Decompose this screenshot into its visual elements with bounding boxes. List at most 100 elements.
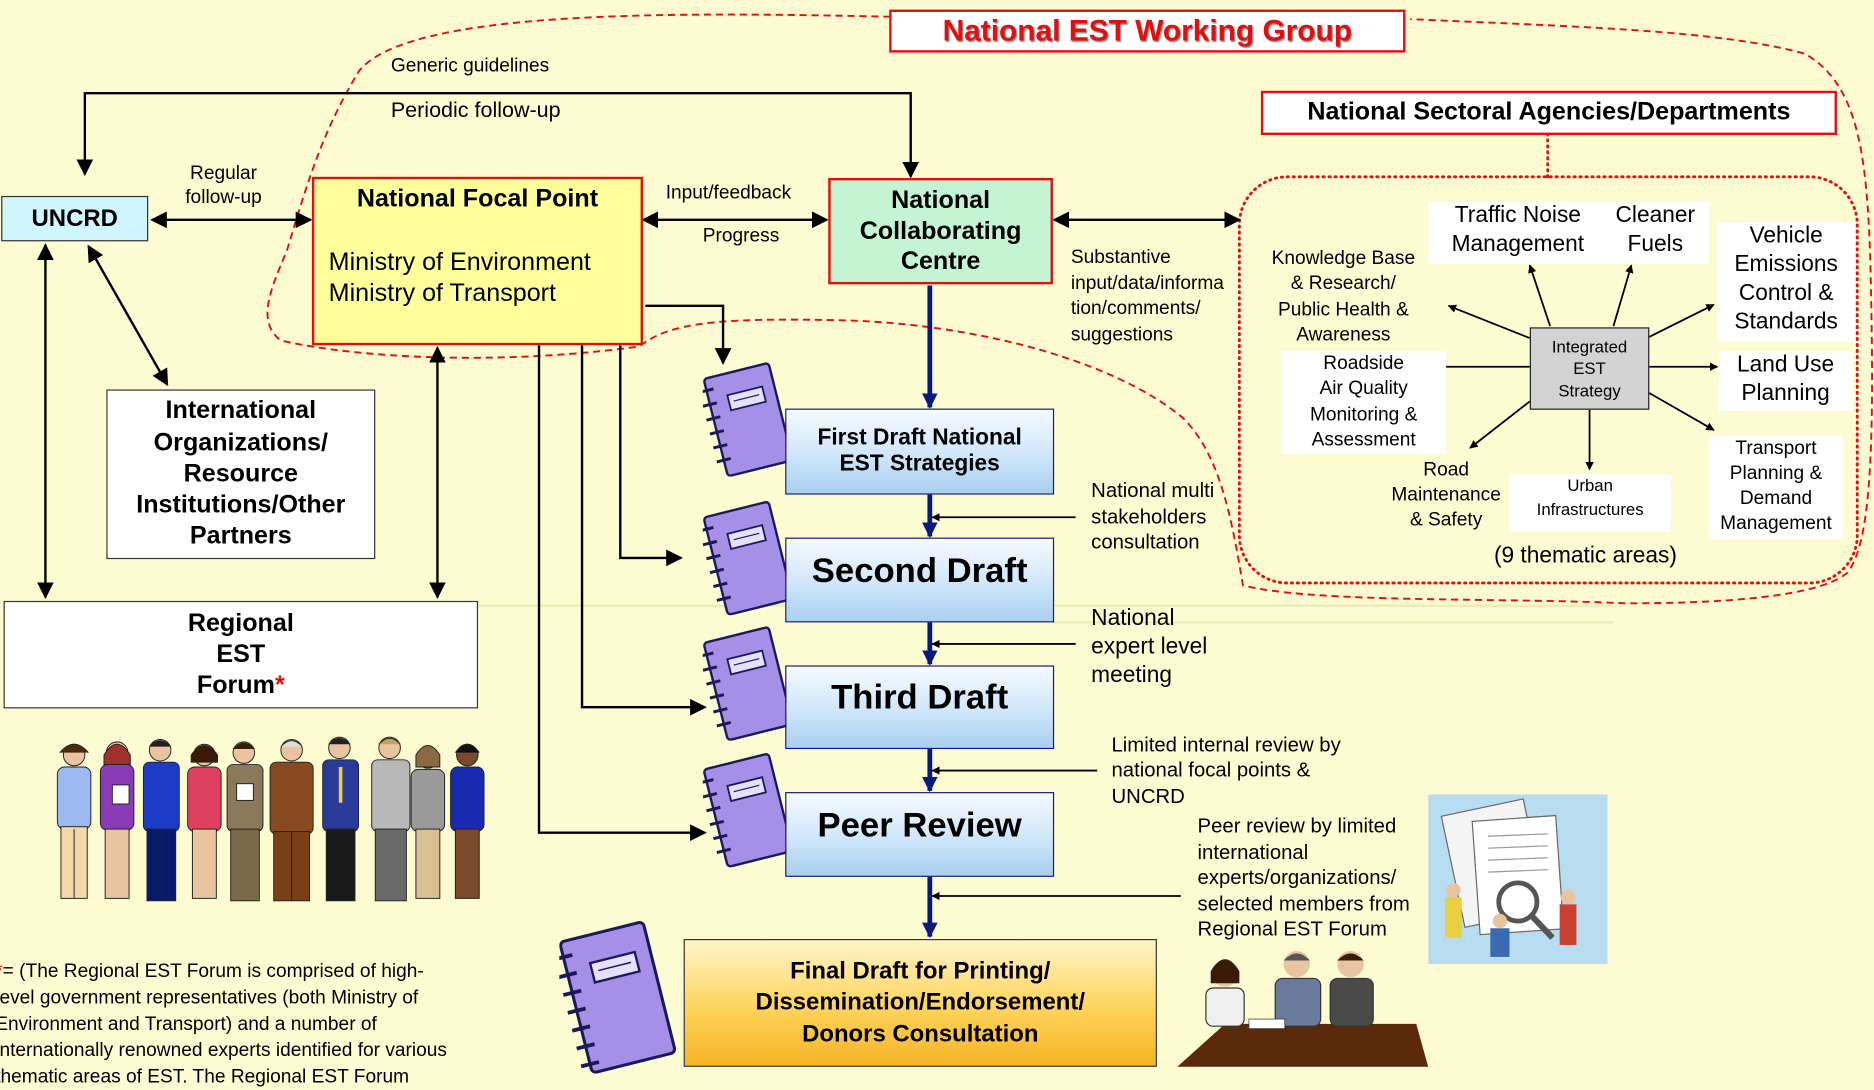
label-multi-stakeholder: National multi stakeholders consultation <box>1091 478 1214 555</box>
integrated-est-strategy-box: Integrated EST Strategy <box>1529 327 1650 410</box>
air-line-3: Monitoring & <box>1309 404 1418 426</box>
theme-vehicle-emissions: Vehicle Emissions Control & Standards <box>1717 222 1855 342</box>
kb-line-4: Awareness <box>1296 325 1391 346</box>
thematic-areas-count: (9 thematic areas) <box>1493 543 1677 569</box>
international-organizations-box: International Organizations/ Resource In… <box>106 389 376 560</box>
focal-point-ministry-transport: Ministry of Transport <box>328 279 557 308</box>
sectoral-agencies-box: National Sectoral Agencies/Departments <box>1260 90 1837 135</box>
urban-line-1: Urban <box>1567 475 1613 495</box>
label-limited-2: national focal points & <box>1111 758 1311 782</box>
veh-line-1: Vehicle <box>1749 223 1823 249</box>
road-line-3: & Safety <box>1409 510 1483 531</box>
notebook-icon <box>702 753 794 868</box>
label-periodic-follow-up: Periodic follow-up <box>390 97 561 122</box>
air-line-2: Air Quality <box>1319 379 1408 400</box>
tpd-line-1: Transport <box>1735 438 1817 459</box>
footnote-line-3: Environment and Transport) and a number … <box>0 1014 377 1035</box>
working-group-boundary <box>266 13 1874 605</box>
uncrd-label: UNCRD <box>31 204 118 232</box>
label-expert-3: meeting <box>1091 663 1172 689</box>
label-subst-3: tion/comments/ <box>1070 298 1201 320</box>
label-regular-2: follow-up <box>185 186 262 208</box>
theme-cleaner-fuels: Cleaner Fuels <box>1601 201 1710 265</box>
theme-traffic-noise: Traffic Noise Management <box>1428 201 1608 265</box>
national-focal-point-box: National Focal Point Ministry of Environ… <box>311 176 643 346</box>
label-multi-3: consultation <box>1091 530 1200 554</box>
veh-line-3: Control & <box>1738 280 1834 306</box>
notebook-icon <box>559 920 677 1074</box>
third-draft-box: Third Draft <box>785 665 1055 750</box>
theme-transport-planning: Transport Planning & Demand Management <box>1709 436 1843 539</box>
label-substantive-input: Substantive input/data/informa tion/comm… <box>1071 245 1224 348</box>
notebook-icon <box>702 500 794 616</box>
intl-line-5: Partners <box>189 522 292 550</box>
people-group-illustration <box>56 736 485 902</box>
label-limited-3: UNCRD <box>1111 784 1185 807</box>
first-draft-box: First Draft National EST Strategies <box>785 408 1055 495</box>
label-peer-4: selected members from <box>1197 892 1410 915</box>
national-collaborating-centre-box: National Collaborating Centre <box>828 178 1053 285</box>
kb-line-1: Knowledge Base <box>1271 248 1416 269</box>
regional-star: * <box>274 671 285 700</box>
label-peer-review-note: Peer review by limited international exp… <box>1198 814 1410 943</box>
center-line-2: EST <box>1573 358 1606 378</box>
intl-line-3: Resource <box>183 459 299 488</box>
theme-urban-infrastructures: Urban Infrastructures <box>1509 474 1671 532</box>
focal-point-title: National Focal Point <box>356 185 599 213</box>
sectoral-agencies-label: National Sectoral Agencies/Departments <box>1307 98 1791 126</box>
footnote-line-4: internationally renowned experts identif… <box>0 1040 447 1061</box>
second-draft-box: Second Draft <box>785 537 1055 623</box>
fuels-line-1: Cleaner <box>1615 203 1696 229</box>
regional-line-1: Regional <box>187 608 294 637</box>
regional-forum-footnote: *= (The Regional EST Forum is comprised … <box>0 959 509 1090</box>
label-generic-guidelines: Generic guidelines <box>390 56 550 77</box>
collab-line-1: National <box>891 186 991 214</box>
veh-line-4: Standards <box>1734 309 1838 335</box>
kb-line-2: & Research/ <box>1290 274 1396 295</box>
document-review-illustration <box>1428 794 1608 965</box>
theme-knowledge-base: Knowledge Base & Research/ Public Health… <box>1260 246 1427 349</box>
peer-review-box: Peer Review <box>785 792 1055 877</box>
air-line-4: Assessment <box>1311 430 1416 451</box>
label-expert-meeting: National expert level meeting <box>1091 604 1207 690</box>
label-peer-5: Regional EST Forum <box>1197 917 1387 941</box>
label-input-feedback: Input/feedback <box>665 182 792 204</box>
footnote-line-2: level government representatives (both M… <box>0 987 419 1009</box>
footnote-star: * <box>0 962 3 982</box>
final-draft-line-3: Donors Consultation <box>802 1021 1039 1048</box>
collab-line-3: Centre <box>900 247 981 276</box>
first-draft-line-2: EST Strategies <box>839 451 1000 477</box>
uncrd-box: UNCRD <box>1 195 149 242</box>
label-subst-1: Substantive <box>1070 247 1171 268</box>
label-peer-3: experts/organizations/ <box>1197 866 1397 890</box>
road-line-2: Maintenance <box>1391 485 1501 506</box>
notebook-icon <box>702 362 794 477</box>
final-draft-line-1: Final Draft for Printing/ <box>790 958 1051 985</box>
intl-line-1: International <box>165 397 317 425</box>
label-subst-4: suggestions <box>1070 324 1173 345</box>
final-draft-line-2: Dissemination/Endorsement/ <box>755 989 1085 1016</box>
working-group-title: National EST Working Group <box>889 9 1406 53</box>
kb-line-3: Public Health & <box>1277 299 1409 321</box>
intl-line-4: Institutions/Other <box>136 491 346 519</box>
theme-roadside-air-quality: Roadside Air Quality Monitoring & Assess… <box>1281 351 1447 454</box>
noise-line-1: Traffic Noise <box>1454 203 1581 229</box>
label-regular-follow-up: Regular follow-up <box>185 162 262 209</box>
focal-point-ministry-env: Ministry of Environment <box>328 248 591 277</box>
road-line-1: Road <box>1423 459 1469 481</box>
fuels-line-2: Fuels <box>1627 232 1684 258</box>
peer-review-label: Peer Review <box>817 806 1022 845</box>
center-line-1: Integrated <box>1551 337 1628 357</box>
label-subst-2: input/data/informa <box>1070 273 1224 294</box>
regional-est-forum-box: Regional EST Forum* <box>3 600 479 709</box>
label-expert-2: expert level <box>1091 634 1208 660</box>
veh-line-2: Emissions <box>1734 251 1838 278</box>
air-line-1: Roadside <box>1323 353 1405 374</box>
meeting-illustration <box>1177 950 1429 1067</box>
label-regular-1: Regular <box>190 163 257 184</box>
center-line-3: Strategy <box>1558 380 1621 400</box>
third-draft-label: Third Draft <box>831 678 1009 718</box>
theme-land-use: Land Use Planning <box>1718 351 1853 411</box>
theme-road-maintenance: Road Maintenance & Safety <box>1380 458 1511 534</box>
